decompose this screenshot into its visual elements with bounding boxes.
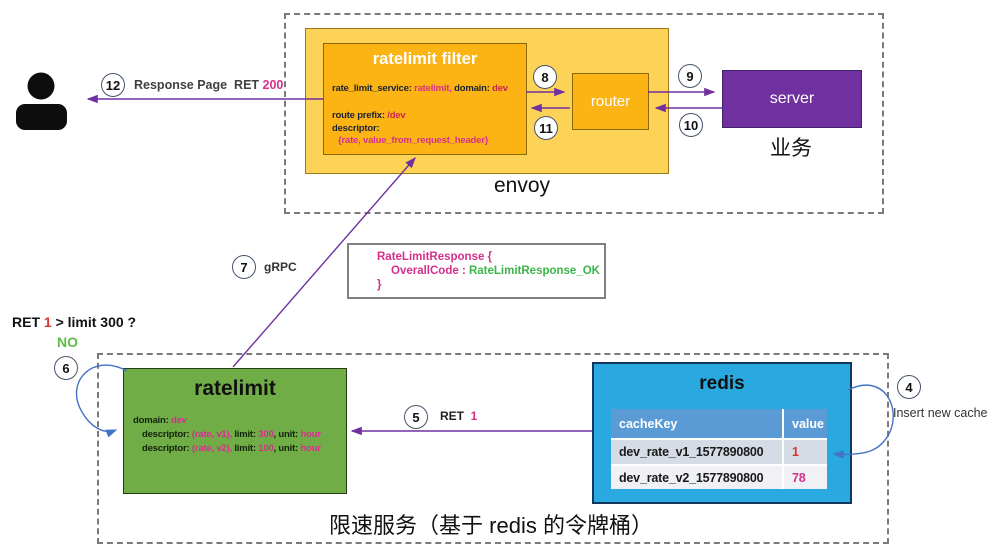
filter-config-line2: route prefix: /dev [332, 110, 406, 121]
table-row-value: 78 [784, 466, 827, 489]
response-line1: RateLimitResponse { [377, 251, 493, 263]
grpc-label: gRPC [264, 260, 297, 274]
envoy-boundary [284, 13, 884, 214]
limit-check-label: RET 1 > limit 300 ? [12, 314, 137, 330]
step-badge-7: 7 [232, 255, 256, 279]
cache-table-header-value: value [784, 409, 827, 438]
filter-config-line3: descriptor: [332, 123, 380, 134]
table-row-value: 1 [784, 440, 827, 464]
step-badge-6: 6 [54, 356, 78, 380]
table-row-key: dev_rate_v2_1577890800 [611, 466, 782, 489]
rate-service-caption: 限速服务（基于 redis 的令牌桶） [329, 513, 653, 538]
redis-title: redis [699, 373, 745, 394]
cache-table: cacheKey value dev_rate_v1_1577890800 1 … [611, 409, 827, 489]
user-icon [16, 72, 67, 130]
filter-config-line4: {rate, value_from_request_header} [338, 135, 489, 146]
ratelimit-response-box: RateLimitResponse { OverallCode : RateLi… [347, 243, 606, 299]
ratelimit-descriptor2-line: descriptor: (rate, v2), limit: 100, unit… [142, 443, 321, 454]
response-page-label: Response Page RET 200 [134, 78, 284, 92]
filter-config-line1: rate_limit_service: ratelimit, domain: d… [332, 83, 508, 94]
table-row-key: dev_rate_v1_1577890800 [611, 440, 782, 464]
ratelimit-filter-box: ratelimit filter rate_limit_service: rat… [323, 43, 527, 155]
server-box: server [722, 70, 862, 128]
step-badge-10: 10 [679, 113, 703, 137]
ratelimit-descriptor1-line: descriptor: (rate, v1), limit: 300, unit… [142, 429, 321, 440]
step-badge-11: 11 [534, 116, 558, 140]
step-badge-5: 5 [404, 405, 428, 429]
limit-check-answer: NO [57, 334, 78, 350]
step-badge-8: 8 [533, 65, 557, 89]
server-caption: 业务 [770, 137, 812, 160]
response-line3: } [377, 279, 382, 291]
step-badge-12: 12 [101, 73, 125, 97]
ratelimit-filter-title: ratelimit filter [372, 50, 478, 68]
step-badge-9: 9 [678, 64, 702, 88]
router-box: router [572, 73, 649, 130]
response-line2: OverallCode : RateLimitResponse_OK [391, 265, 600, 277]
insert-cache-label: Insert new cache [893, 406, 988, 420]
ratelimit-domain-line: domain: dev [133, 415, 187, 426]
cache-table-header-key: cacheKey [611, 409, 782, 438]
envoy-label: envoy [494, 174, 551, 197]
step-badge-4: 4 [897, 375, 921, 399]
ratelimit-service-title: ratelimit [194, 377, 276, 400]
ratelimit-service-box: ratelimit domain: dev descriptor: (rate,… [123, 368, 347, 494]
ret-value-label: RET 1 [440, 409, 478, 423]
